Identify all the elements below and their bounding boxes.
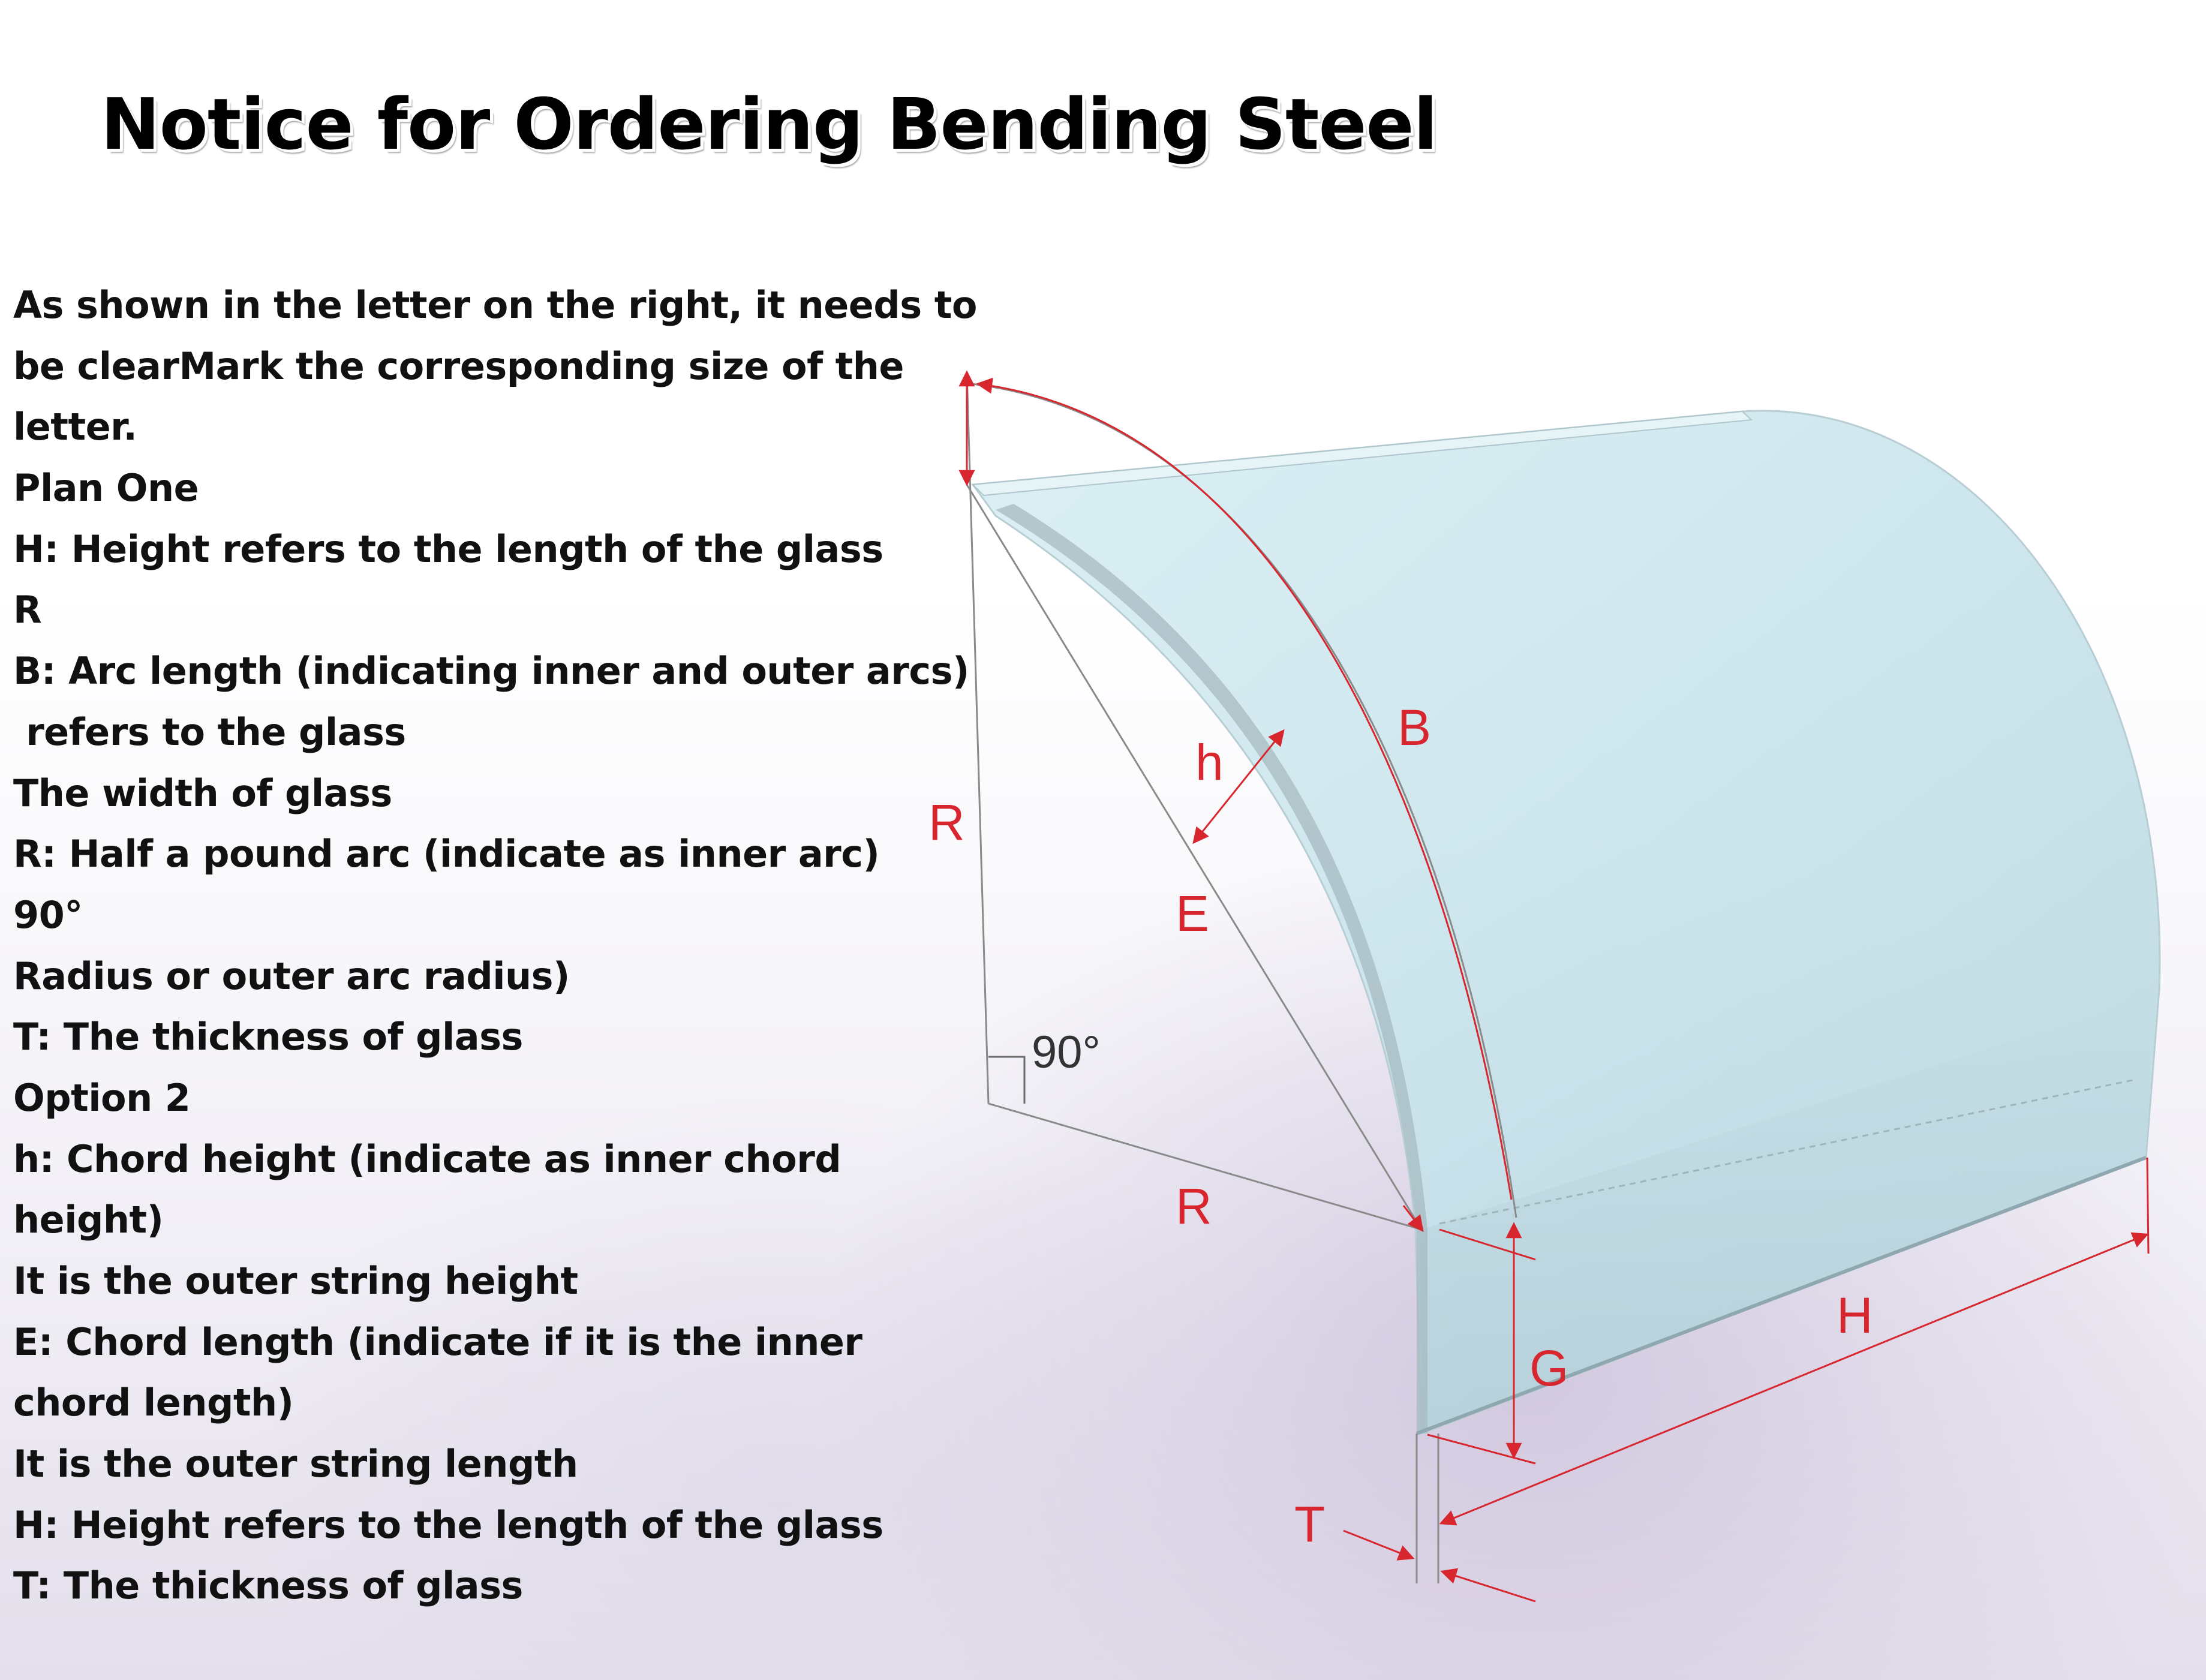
text-line: Radius or outer arc radius) — [13, 954, 570, 998]
chord-line-e — [966, 484, 1423, 1230]
text-line: T: The thickness of glass — [13, 1564, 523, 1608]
label-r-horizontal: R — [1176, 1178, 1212, 1234]
text-line: letter. — [13, 405, 137, 449]
dimension-arrow-corner — [1402, 1205, 1424, 1233]
text-line: The width of glass — [13, 771, 392, 815]
text-line: R: Half a pound arc (indicate as inner a… — [13, 832, 880, 876]
dimension-t-arrow-right — [1440, 1568, 1536, 1603]
radius-vertical-line — [966, 371, 990, 1104]
radius-horizontal-line — [988, 1102, 1422, 1231]
label-h-length: H — [1837, 1287, 1873, 1344]
dimension-b-arc — [976, 377, 1513, 1200]
text-line: As shown in the letter on the right, it … — [13, 283, 977, 327]
glass-side-edge — [996, 504, 1427, 1433]
label-e: E — [1176, 885, 1209, 942]
glass-top-edge — [971, 410, 1753, 497]
text-line: height) — [13, 1198, 164, 1242]
length-guide-right — [2146, 1157, 2150, 1254]
text-line: Option 2 — [13, 1075, 191, 1120]
text-line: h: Chord height (indicate as inner chord — [13, 1137, 841, 1181]
text-line: H: Height refers to the length of the gl… — [13, 527, 883, 571]
right-angle-mark — [988, 1056, 1026, 1104]
page-title: Notice for Ordering Bending Steel — [101, 83, 1438, 166]
label-b: B — [1397, 699, 1431, 756]
text-line: be clearMark the corresponding size of t… — [13, 344, 904, 388]
text-line: R — [13, 588, 42, 632]
text-line: H: Height refers to the length of the gl… — [13, 1502, 883, 1547]
text-line: chord length) — [13, 1381, 294, 1425]
label-r-vertical: R — [928, 794, 965, 850]
text-line: T: The thickness of glass — [13, 1015, 523, 1059]
dimension-h-chord-height — [1192, 729, 1285, 844]
text-line: B: Arc length (indicating inner and oute… — [13, 649, 969, 693]
text-line: E: Chord length (indicate if it is the i… — [13, 1320, 862, 1364]
text-line: 90° — [13, 892, 83, 937]
text-line: refers to the glass — [13, 710, 406, 754]
outer-arc-line — [971, 383, 1517, 1218]
label-t: T — [1294, 1496, 1325, 1552]
instructions-text: As shown in the letter on the right, it … — [13, 275, 997, 1616]
dimension-h-length — [1439, 1232, 2149, 1526]
text-line: It is the outer string height — [13, 1259, 578, 1303]
label-angle: 90° — [1032, 1027, 1101, 1078]
label-g: G — [1529, 1340, 1568, 1396]
text-line: Plan One — [13, 466, 199, 510]
label-h-chord: h — [1195, 734, 1224, 791]
text-line: It is the outer string length — [13, 1442, 578, 1486]
dimension-h-tick — [1427, 1433, 1536, 1465]
dimension-t-arrow-left — [1343, 1529, 1415, 1561]
